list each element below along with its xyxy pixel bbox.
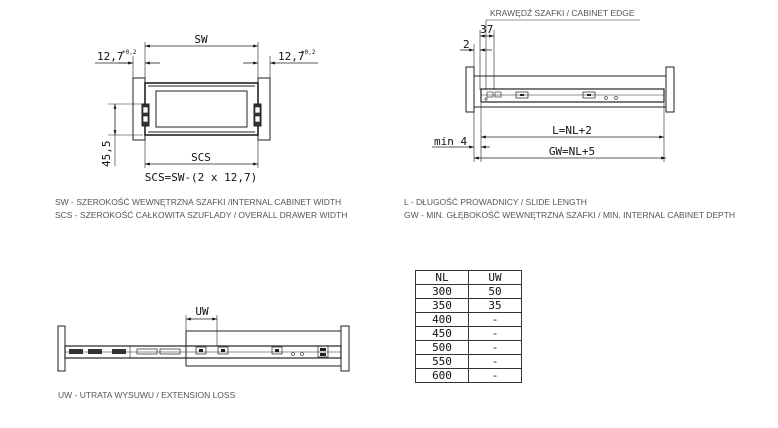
table-cell-nl: 350 xyxy=(415,298,469,313)
cabinet-edge-label: KRAWĘDŹ SZAFKI / CABINET EDGE xyxy=(490,8,635,18)
table-cell-uw: - xyxy=(468,340,522,355)
table-cell-nl: 500 xyxy=(415,340,469,355)
table-header-uw: UW xyxy=(468,270,522,285)
table-cell-nl: 300 xyxy=(415,284,469,299)
table-cell-uw: - xyxy=(468,326,522,341)
scs-legend-line: SCS - SZEROKOŚĆ CAŁKOWITA SZUFLADY / OVE… xyxy=(55,209,348,220)
extension-legend: UW - UTRATA WYSUWU / EXTENSION LOSS xyxy=(58,389,235,402)
right-tolerance-label: +0,2 xyxy=(301,49,316,56)
table-cell-uw: - xyxy=(468,368,522,383)
slide-body xyxy=(480,88,665,103)
gw-legend-line: GW - MIN. GŁĘBOKOŚĆ WEWNĘTRZNA SZAFKI / … xyxy=(404,209,736,220)
extension-view-labels: UW xyxy=(195,305,209,318)
table-cell-uw: 50 xyxy=(468,284,522,299)
gw-dimension-label: GW=NL+5 xyxy=(549,145,595,158)
slide-right xyxy=(253,103,262,127)
sw-legend-line: SW - SZEROKOŚĆ WEWNĘTRZNA SZAFKI /INTERN… xyxy=(55,197,342,207)
min-4-label: min 4 xyxy=(434,135,467,148)
table-cell-nl: 450 xyxy=(415,326,469,341)
dim-2-label: 2 xyxy=(463,38,470,51)
scs-formula: SCS=SW-(2 x 12,7) xyxy=(145,171,258,184)
uw-legend-line: UW - UTRATA WYSUWU / EXTENSION LOSS xyxy=(58,390,236,400)
cabinet-front-wall xyxy=(465,66,475,113)
height-dimension-label: 45,5 xyxy=(100,141,113,168)
front-view-drawing xyxy=(95,42,318,168)
left-tolerance-label: +0,2 xyxy=(122,49,137,56)
table-cell-nl: 400 xyxy=(415,312,469,327)
left-offset-label: 12,7 xyxy=(97,50,124,63)
side-view-drawing xyxy=(432,19,675,162)
uw-dimension-label: UW xyxy=(195,305,209,318)
l-dimension-label: L=NL+2 xyxy=(552,124,592,137)
right-offset-label: 12,7 xyxy=(278,50,305,63)
cabinet-back-wall xyxy=(665,66,675,113)
extension-view-drawing xyxy=(57,315,350,372)
slide-left xyxy=(141,103,150,127)
table-row: 500- xyxy=(415,340,522,355)
drawer-box-inner xyxy=(155,90,248,128)
table-row: 550- xyxy=(415,354,522,369)
table-cell-nl: 550 xyxy=(415,354,469,369)
table-row: 450- xyxy=(415,326,522,341)
table-row: 600- xyxy=(415,368,522,383)
scs-dimension-label: SCS xyxy=(191,151,211,164)
side-view-labels: KRAWĘDŹ SZAFKI / CABINET EDGE 37 2 min 4… xyxy=(434,8,635,158)
table-header-nl: NL xyxy=(415,270,469,285)
side-view-legend: L - DŁUGOŚĆ PROWADNICY / SLIDE LENGTH GW… xyxy=(404,196,735,221)
cabinet-front-wall xyxy=(57,325,66,372)
table-cell-uw: 35 xyxy=(468,298,522,313)
l-legend-line: L - DŁUGOŚĆ PROWADNICY / SLIDE LENGTH xyxy=(404,197,587,207)
cabinet-back-wall xyxy=(340,325,350,372)
table-cell-uw: - xyxy=(468,354,522,369)
front-view-legend: SW - SZEROKOŚĆ WEWNĘTRZNA SZAFKI /INTERN… xyxy=(55,196,347,221)
front-view-labels: SW 12,7 +0,2 12,7 +0,2 45,5 SCS SCS=SW-(… xyxy=(97,33,316,184)
table-header-row: NL UW xyxy=(415,270,522,285)
dim-37-label: 37 xyxy=(480,23,493,36)
table-cell-uw: - xyxy=(468,312,522,327)
sw-dimension-label: SW xyxy=(194,33,208,46)
table-cell-nl: 600 xyxy=(415,368,469,383)
table-row: 400- xyxy=(415,312,522,327)
